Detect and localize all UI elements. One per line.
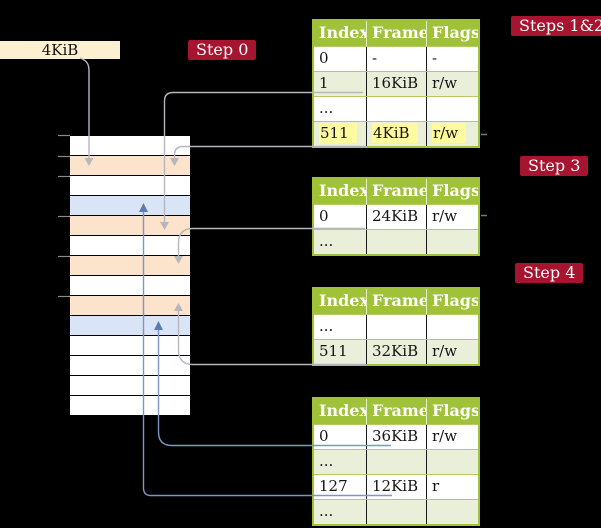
table-cell: - — [366, 47, 426, 71]
memory-page-orange — [70, 216, 190, 235]
column-header: Index — [319, 291, 366, 310]
memory-page-blue — [70, 316, 190, 335]
table-row: 511 4KiB r/w — [314, 121, 478, 146]
column-header: Frame — [366, 179, 426, 204]
table-cell: 4KiB — [366, 122, 426, 146]
step-0-label: Step 0 — [188, 40, 257, 60]
table-cell: ... — [319, 502, 334, 520]
table-cell — [426, 230, 478, 254]
highlighted-value: 511 — [319, 123, 357, 143]
table-cell: r/w — [426, 122, 478, 146]
table-cell: 32KiB — [366, 340, 426, 364]
column-header: Frame — [366, 289, 426, 314]
memory-page-orange — [70, 256, 190, 275]
table-cell: - — [426, 47, 478, 71]
table-cell: ... — [319, 317, 334, 335]
column-header: Index — [319, 181, 366, 200]
highlighted-value: 4KiB — [372, 123, 418, 143]
row-pointer-stubs — [481, 133, 487, 217]
table-cell: 0 — [319, 207, 329, 225]
column-header: Index — [319, 401, 366, 420]
table-cell: 0 — [319, 49, 329, 67]
table-cell: 12KiB — [366, 475, 426, 499]
table-cell: ... — [319, 99, 334, 117]
table-cell — [366, 450, 426, 474]
memory-page-white — [70, 376, 190, 395]
table-cell — [366, 315, 426, 339]
table-cell: 0 — [319, 427, 329, 445]
memory-page-blue — [70, 196, 190, 215]
table-row: ... — [314, 96, 478, 121]
highlighted-value: r/w — [432, 123, 467, 143]
frame-size-box: 4KiB — [0, 41, 120, 59]
memory-page-white — [70, 176, 190, 195]
table-cell: r/w — [426, 340, 478, 364]
table-cell: 36KiB — [366, 425, 426, 449]
memory-page-orange — [70, 296, 190, 315]
column-header: Flags — [426, 179, 478, 204]
arrow-table1-row511-to-page — [170, 145, 366, 166]
column-header: Flags — [426, 289, 478, 314]
physical-memory-column — [70, 136, 190, 416]
table-cell: 127 — [319, 477, 348, 495]
column-header: Frame — [366, 399, 426, 424]
steps-1-2-label: Steps 1&2 — [511, 16, 601, 36]
memory-page-white — [70, 136, 190, 155]
memory-page-white — [70, 276, 190, 295]
table-cell: r/w — [426, 72, 478, 96]
memory-page-white — [70, 336, 190, 355]
table-cell — [426, 500, 478, 524]
step-4-label: Step 4 — [515, 263, 584, 283]
column-header: Index — [319, 23, 366, 42]
table-cell: ... — [319, 232, 334, 250]
table-row: ... — [314, 499, 478, 524]
column-header: Flags — [426, 21, 478, 46]
table-cell: r/w — [426, 205, 478, 229]
memory-page-white — [70, 236, 190, 255]
memory-page-orange — [70, 156, 190, 175]
table-cell — [426, 315, 478, 339]
table-cell: 511 — [314, 122, 366, 146]
table-cell: 1 — [319, 74, 329, 92]
table-cell: r — [426, 475, 478, 499]
memory-page-white — [70, 356, 190, 375]
table-cell: ... — [319, 452, 334, 470]
column-header: Flags — [426, 399, 478, 424]
table-cell: 16KiB — [366, 72, 426, 96]
table-cell — [366, 500, 426, 524]
table-row: ... — [314, 449, 478, 474]
memory-boundary-ticks — [58, 134, 70, 298]
table-cell — [366, 97, 426, 121]
column-header: Frame — [366, 21, 426, 46]
table-cell: r/w — [426, 425, 478, 449]
table-row: ... — [314, 229, 478, 254]
table-row: ... — [314, 314, 478, 339]
memory-page-white — [70, 396, 190, 415]
table-row: 0 -- — [314, 46, 478, 71]
table-cell — [366, 230, 426, 254]
table-cell: 511 — [319, 342, 348, 360]
table-cell — [426, 450, 478, 474]
step-3-label: Step 3 — [520, 156, 589, 176]
table-cell: 24KiB — [366, 205, 426, 229]
table-cell — [426, 97, 478, 121]
